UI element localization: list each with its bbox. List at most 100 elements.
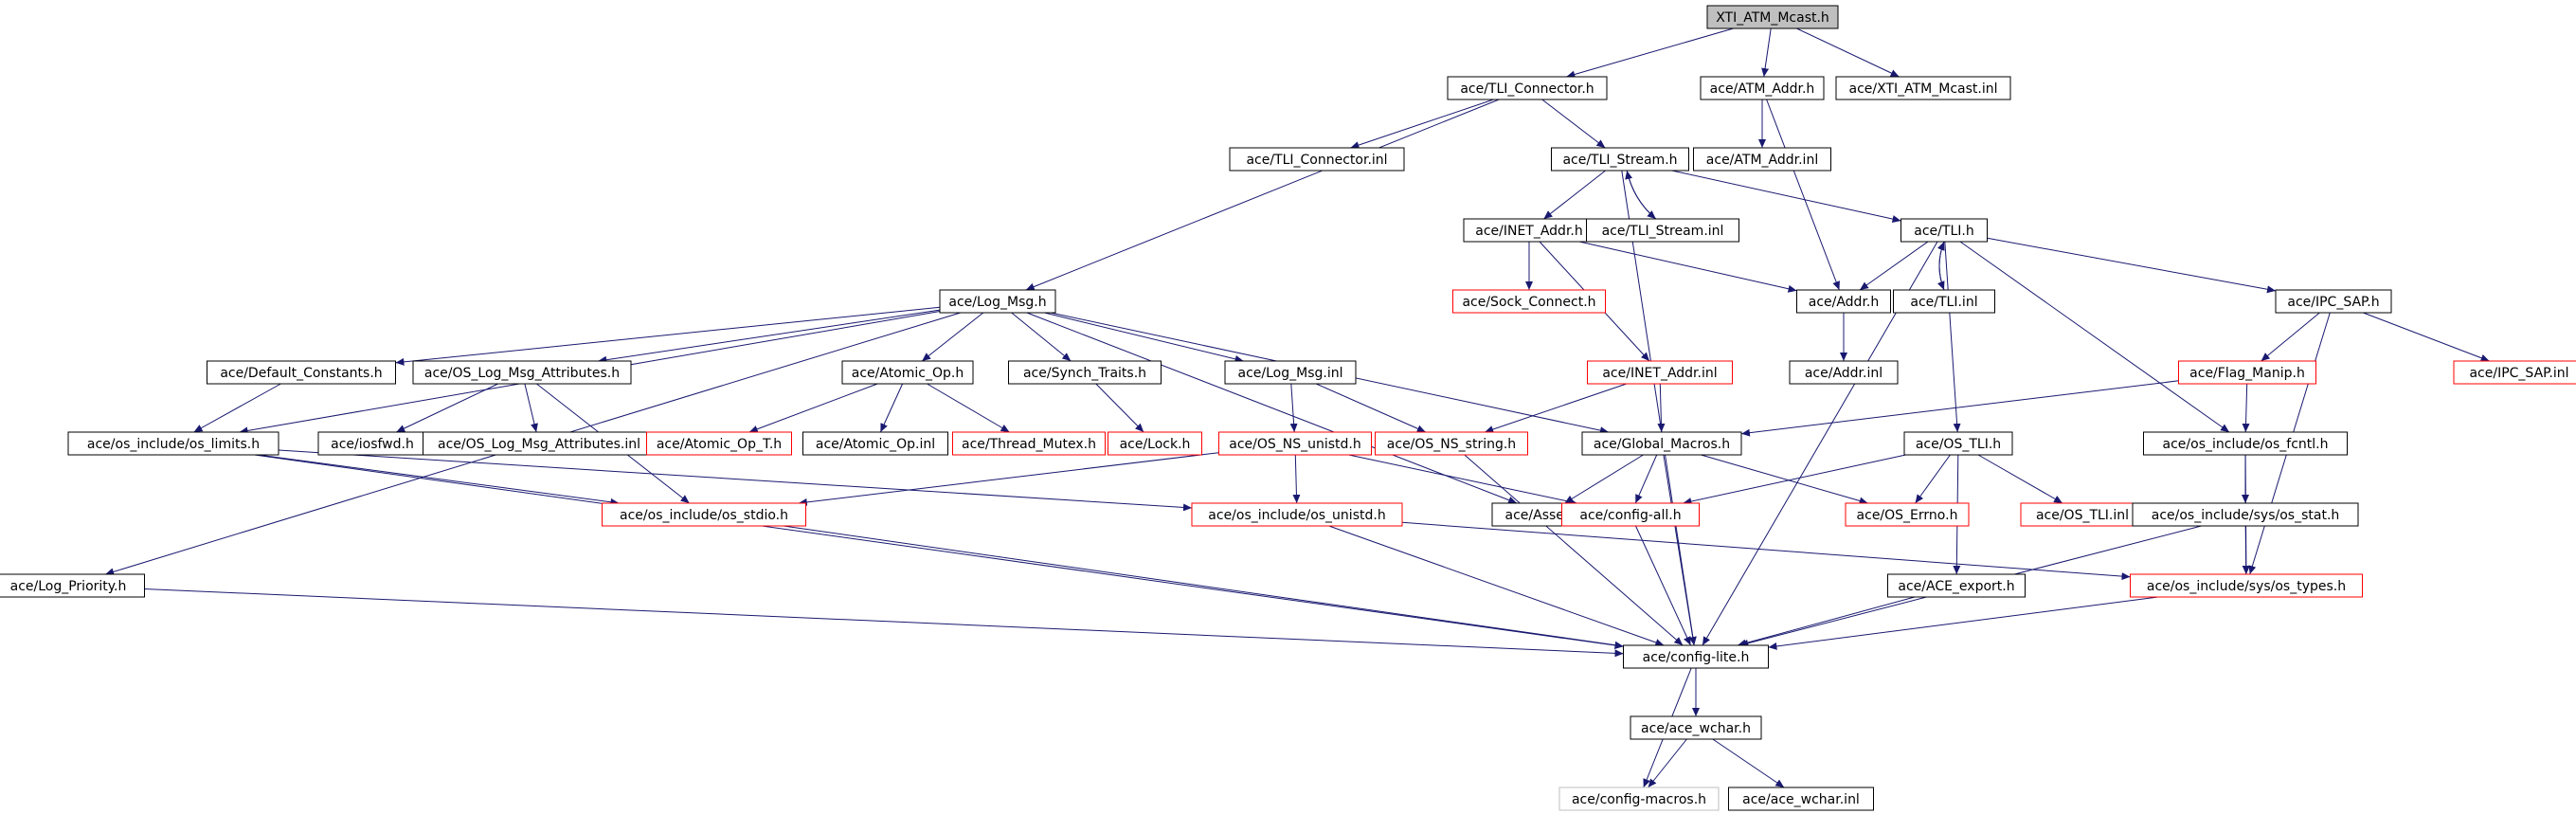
node-label-logprio: ace/Log_Priority.h: [10, 579, 127, 594]
node-configall[interactable]: ace/config-all.h: [1561, 502, 1700, 527]
node-stdio[interactable]: ace/os_include/os_stdio.h: [602, 502, 806, 527]
edge-limits-to-stdio: [258, 454, 620, 506]
node-addr[interactable]: ace/Addr.h: [1796, 289, 1891, 314]
node-types[interactable]: ace/os_include/sys/os_types.h: [2130, 573, 2363, 598]
edge-osunistd-to-types: [1401, 521, 2131, 581]
node-configmacros[interactable]: ace/config-macros.h: [1558, 787, 1720, 811]
node-logmsg[interactable]: ace/Log_Msg.h: [939, 289, 1056, 314]
node-tli[interactable]: ace/TLI.h: [1900, 218, 1988, 243]
edge-global-to-assert: [1564, 454, 1644, 504]
node-label-stdio: ace/os_include/os_stdio.h: [620, 508, 788, 523]
node-limits[interactable]: ace/os_include/os_limits.h: [67, 431, 279, 456]
node-ipcinl[interactable]: ace/IPC_SAP.inl: [2453, 360, 2576, 385]
node-box-ostli: [1903, 431, 2013, 456]
node-label-types: ace/os_include/sys/os_types.h: [2147, 579, 2346, 594]
node-label-wchar: ace/ace_wchar.h: [1641, 721, 1751, 736]
node-box-tlic: [1447, 76, 1608, 100]
node-errno[interactable]: ace/OS_Errno.h: [1845, 502, 1970, 527]
edge-limits-to-osunistd: [278, 449, 1193, 512]
edge-tlis-to-inet: [1543, 170, 1606, 220]
node-sock[interactable]: ace/Sock_Connect.h: [1452, 289, 1606, 314]
edge-flag-to-global: [1740, 380, 2179, 437]
edge-nsstring-to-configlite: [1464, 454, 1684, 646]
edge-configall-to-configlite: [1635, 525, 1691, 646]
node-aceexport[interactable]: ace/ACE_export.h: [1887, 573, 2026, 598]
node-lock[interactable]: ace/Lock.h: [1108, 431, 1202, 456]
node-atmainl[interactable]: ace/ATM_Addr.inl: [1693, 147, 1831, 172]
node-label-configlite: ace/config-lite.h: [1643, 650, 1750, 665]
node-box-nsstring: [1375, 431, 1528, 456]
node-ostliinl[interactable]: ace/OS_TLI.inl: [2020, 502, 2145, 527]
node-box-stat: [2132, 502, 2359, 527]
node-label-wcharinl: ace/ace_wchar.inl: [1742, 792, 1860, 807]
node-tlic[interactable]: ace/TLI_Connector.h: [1447, 76, 1608, 100]
node-fcntl[interactable]: ace/os_include/os_fcntl.h: [2143, 431, 2348, 456]
node-label-flag: ace/Flag_Manip.h: [2189, 366, 2305, 381]
edge-atomic-to-atomict: [748, 383, 878, 433]
edge-ipc-to-flag: [2261, 312, 2320, 362]
node-nsstring[interactable]: ace/OS_NS_string.h: [1375, 431, 1528, 456]
node-box-wcharinl: [1728, 787, 1874, 811]
node-label-nsstring: ace/OS_NS_string.h: [1387, 437, 1516, 452]
node-osunistd[interactable]: ace/os_include/os_unistd.h: [1191, 502, 1403, 527]
node-root[interactable]: XTI_ATM_Mcast.h: [1706, 5, 1839, 29]
node-label-oslmainl: ace/OS_Log_Msg_Attributes.inl: [438, 437, 640, 452]
node-wchar[interactable]: ace/ace_wchar.h: [1630, 715, 1762, 740]
node-box-ipcinl: [2453, 360, 2576, 385]
node-box-errno: [1845, 502, 1970, 527]
edge-global-to-configlite: [1663, 454, 1697, 646]
node-label-limits: ace/os_include/os_limits.h: [87, 437, 260, 452]
node-oslmainl[interactable]: ace/OS_Log_Msg_Attributes.inl: [423, 431, 656, 456]
node-ipc[interactable]: ace/IPC_SAP.h: [2275, 289, 2392, 314]
edge-inet-to-addr: [1578, 241, 1797, 293]
node-xtiinl[interactable]: ace/XTI_ATM_Mcast.inl: [1835, 76, 2011, 100]
node-label-fcntl: ace/os_include/os_fcntl.h: [2163, 437, 2329, 452]
node-logprio[interactable]: ace/Log_Priority.h: [0, 573, 145, 598]
node-box-configall: [1561, 502, 1700, 527]
node-atma[interactable]: ace/ATM_Addr.h: [1700, 76, 1825, 100]
node-global[interactable]: ace/Global_Macros.h: [1581, 431, 1742, 456]
edge-global-to-configall: [1634, 454, 1658, 504]
node-tliinl[interactable]: ace/TLI.inl: [1893, 289, 1995, 314]
node-box-configmacros: [1558, 787, 1720, 811]
node-defc[interactable]: ace/Default_Constants.h: [207, 360, 396, 385]
node-label-atomict: ace/Atomic_Op_T.h: [657, 437, 782, 452]
node-inetinl[interactable]: ace/INET_Addr.inl: [1587, 360, 1733, 385]
node-unistd[interactable]: ace/OS_NS_unistd.h: [1218, 431, 1372, 456]
node-synch[interactable]: ace/Synch_Traits.h: [1008, 360, 1162, 385]
node-atomicinl[interactable]: ace/Atomic_Op.inl: [802, 431, 948, 456]
node-label-synch: ace/Synch_Traits.h: [1023, 366, 1146, 381]
edge-inetinl-to-global: [1657, 383, 1666, 433]
node-label-oslma: ace/OS_Log_Msg_Attributes.h: [424, 366, 620, 381]
node-oslma[interactable]: ace/OS_Log_Msg_Attributes.h: [412, 360, 632, 385]
edge-tlic-to-tlicinl: [1350, 99, 1494, 149]
node-label-defc: ace/Default_Constants.h: [220, 366, 382, 381]
node-ostli[interactable]: ace/OS_TLI.h: [1903, 431, 2013, 456]
node-logmsginl[interactable]: ace/Log_Msg.inl: [1224, 360, 1357, 385]
node-stat[interactable]: ace/os_include/sys/os_stat.h: [2132, 502, 2359, 527]
node-tlis[interactable]: ace/TLI_Stream.h: [1551, 147, 1689, 172]
edge-oslma-to-iosfwd: [396, 383, 498, 433]
node-threadm[interactable]: ace/Thread_Mutex.h: [952, 431, 1106, 456]
node-atomic[interactable]: ace/Atomic_Op.h: [841, 360, 974, 385]
node-box-osunistd: [1191, 502, 1403, 527]
node-iosfwd[interactable]: ace/iosfwd.h: [317, 431, 427, 456]
node-box-tlicinl: [1229, 147, 1405, 172]
node-label-atomicinl: ace/Atomic_Op.inl: [816, 437, 935, 452]
node-label-tli: ace/TLI.h: [1914, 224, 1973, 239]
node-inet[interactable]: ace/INET_Addr.h: [1463, 218, 1595, 243]
node-addrinl[interactable]: ace/Addr.inl: [1789, 360, 1899, 385]
node-atomict[interactable]: ace/Atomic_Op_T.h: [646, 431, 792, 456]
node-flag[interactable]: ace/Flag_Manip.h: [2178, 360, 2316, 385]
edge-unistd-to-stdio: [798, 452, 1219, 506]
node-tlicinl[interactable]: ace/TLI_Connector.inl: [1229, 147, 1405, 172]
node-tlisinl[interactable]: ace/TLI_Stream.inl: [1586, 218, 1739, 243]
edge-root-to-tlic: [1566, 27, 1734, 79]
node-label-stat: ace/os_include/sys/os_stat.h: [2152, 508, 2340, 523]
node-box-wchar: [1630, 715, 1762, 740]
node-wcharinl[interactable]: ace/ace_wchar.inl: [1728, 787, 1874, 811]
node-label-unistd: ace/OS_NS_unistd.h: [1229, 437, 1361, 452]
node-configlite[interactable]: ace/config-lite.h: [1623, 644, 1769, 669]
node-box-inet: [1463, 218, 1595, 243]
node-box-defc: [207, 360, 396, 385]
